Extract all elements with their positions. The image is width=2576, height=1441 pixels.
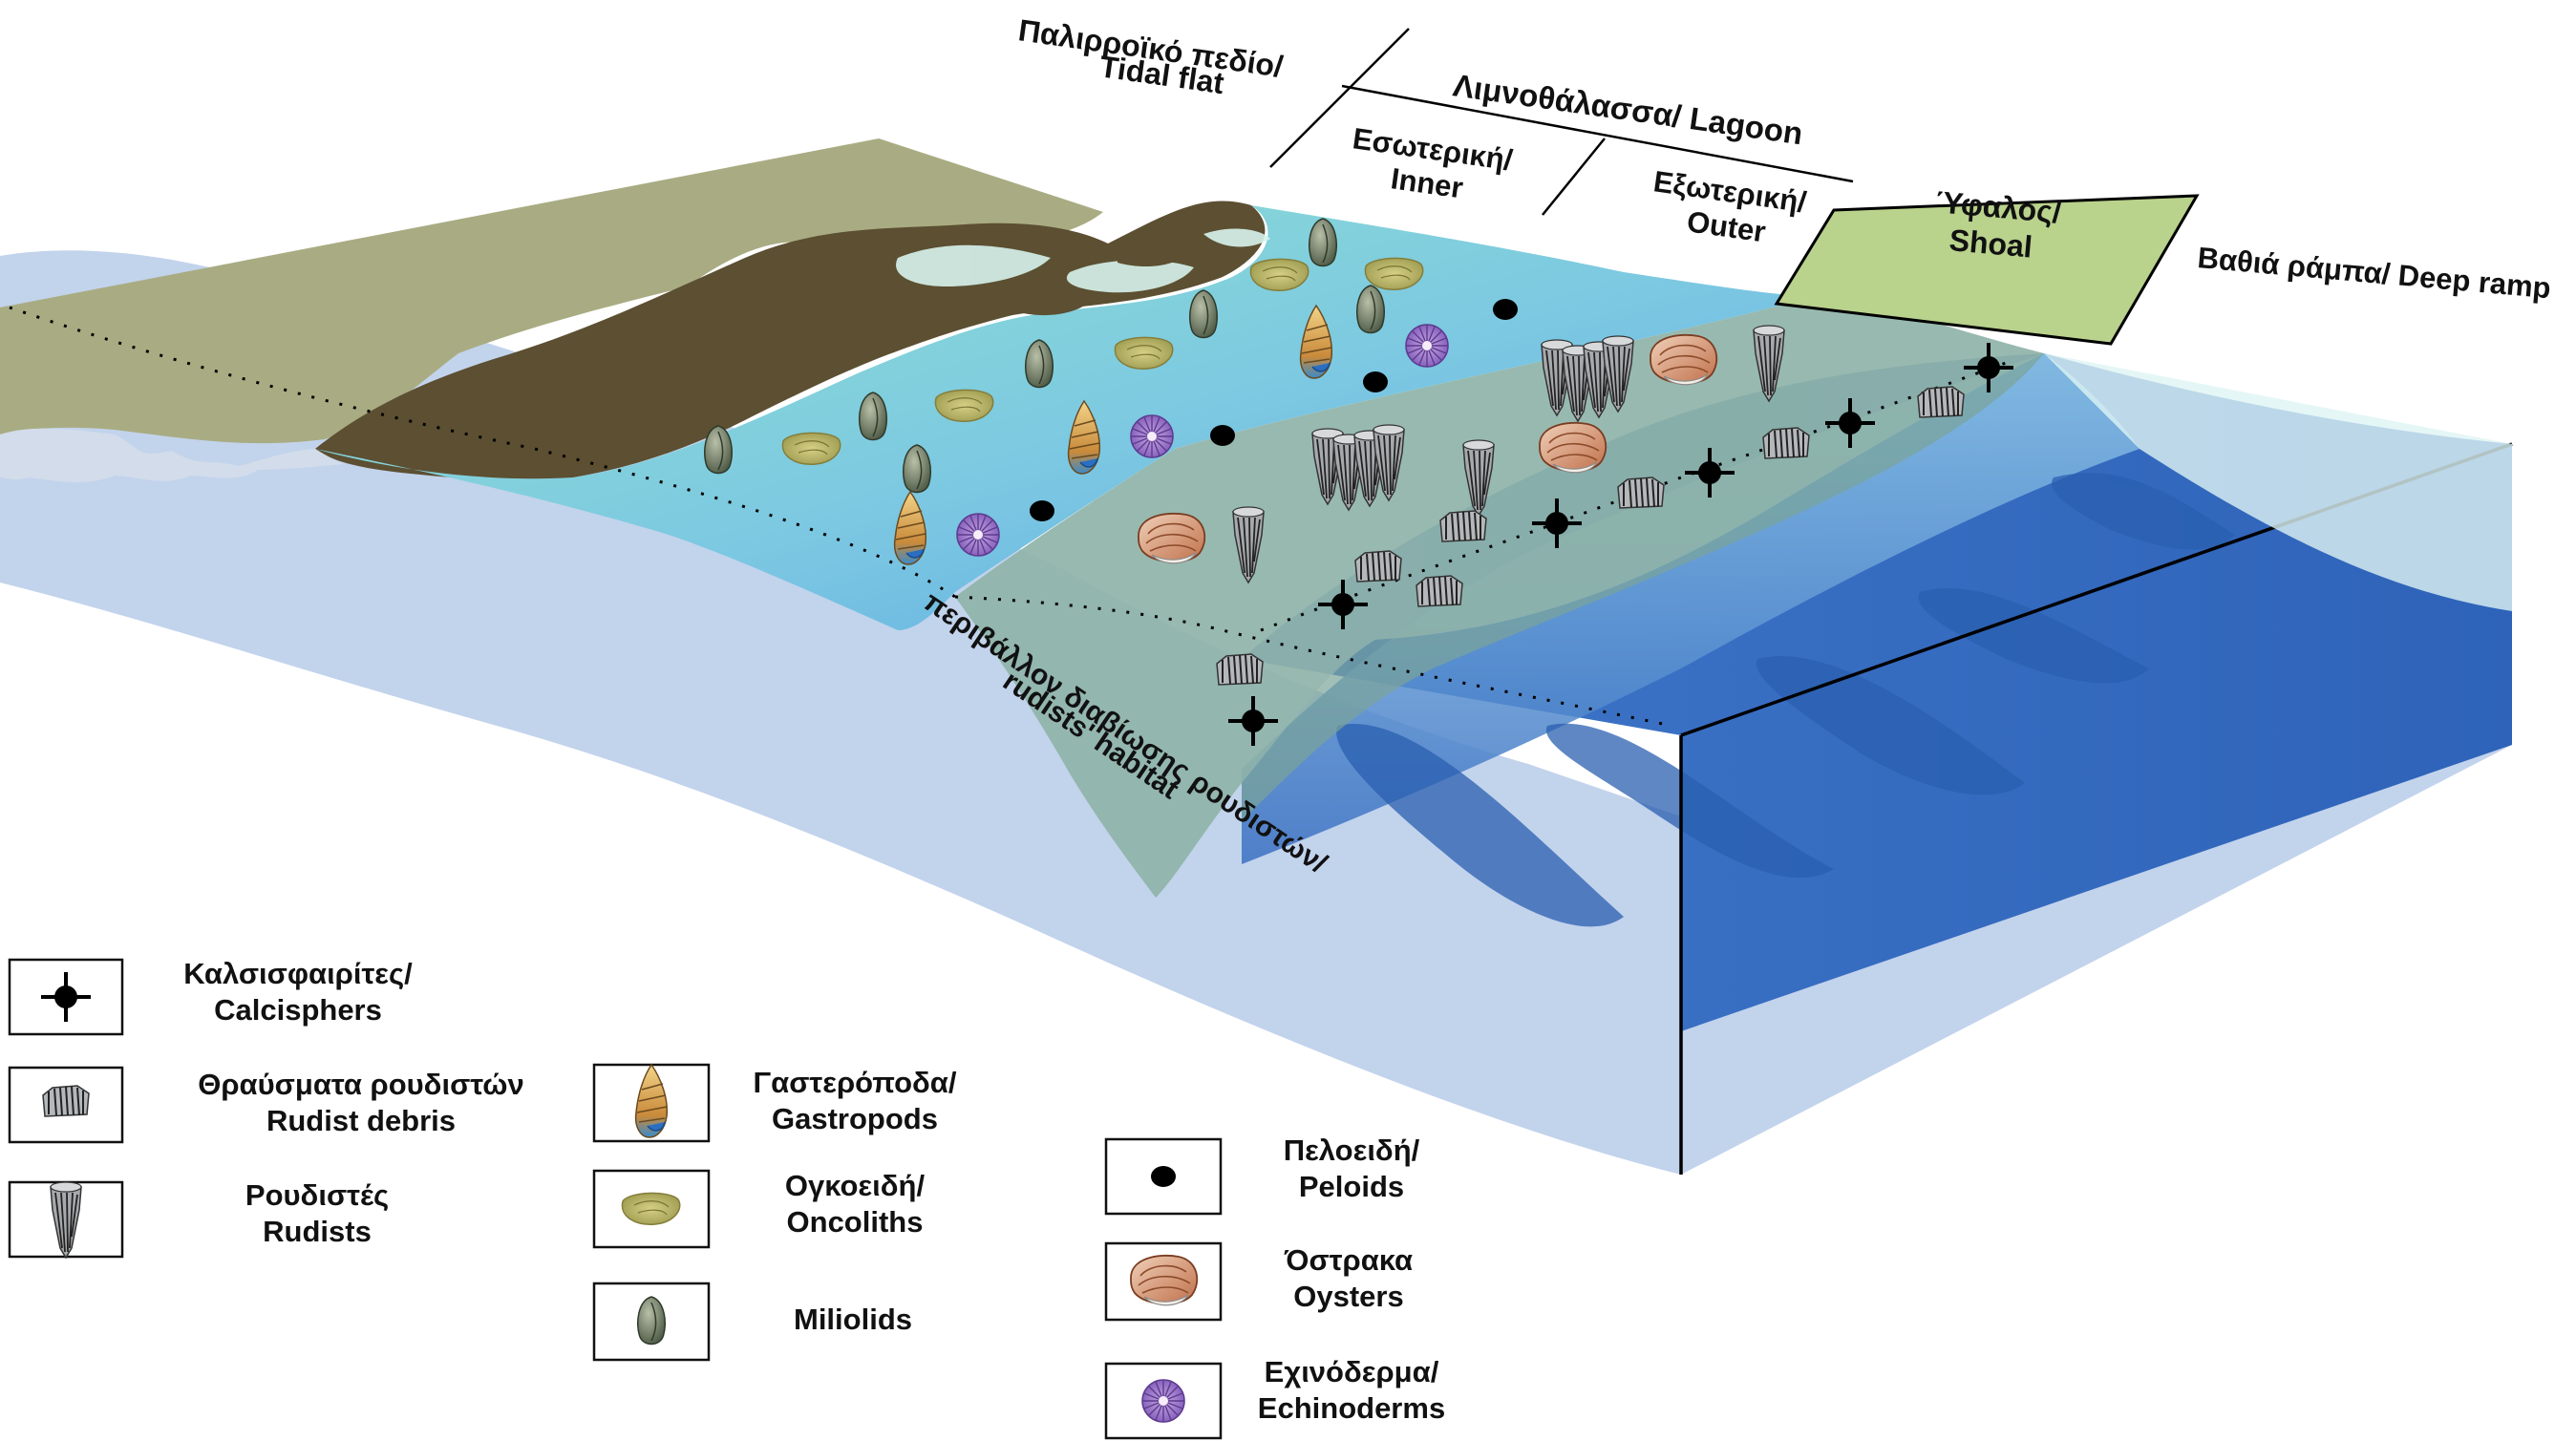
miliolid-icon <box>1308 218 1338 267</box>
legend-label-miliolids: Miliolids <box>794 1303 912 1336</box>
lagoon-water <box>315 205 1815 630</box>
peloid-icon <box>1493 299 1518 320</box>
peloid-icon <box>1363 371 1388 392</box>
shoal-label-2: Shoal <box>1948 223 2033 264</box>
peloid-icon <box>1151 1166 1176 1187</box>
echinoderm-icon <box>1141 1379 1185 1423</box>
oyster-icon <box>1539 421 1607 474</box>
deep-ramp-top <box>2044 353 2512 611</box>
legend-label-calcispheres-1: Καλσισφαιρίτες/ <box>183 957 413 990</box>
legend-label-oncoliths-2: Oncoliths <box>787 1205 924 1239</box>
legend-label-rudist-debris-2: Rudist debris <box>266 1104 456 1137</box>
rudist-debris-icon <box>1617 477 1665 509</box>
miliolid-icon <box>902 444 932 494</box>
legend-label-rudist-debris-1: Θραύσματα ρουδιστών <box>198 1068 523 1101</box>
oyster-icon <box>1130 1254 1199 1306</box>
land-islands <box>1012 246 1184 316</box>
legend-label-peloids-1: Πελοειδή/ <box>1284 1134 1420 1167</box>
rudist-debris-icon <box>1416 575 1463 607</box>
legend-label-gastropods-2: Gastropods <box>772 1102 938 1135</box>
submarine-ridges <box>1336 473 2235 927</box>
legend-label-oysters-2: Oysters <box>1293 1280 1403 1313</box>
shoal-platform <box>1774 194 2200 346</box>
legend-label-oncoliths-1: Ογκοειδή/ <box>785 1169 926 1202</box>
oyster-icon <box>1138 512 1206 564</box>
legend-label-rudists-1: Ρουδιστές <box>245 1178 389 1212</box>
miliolid-icon <box>1024 339 1054 389</box>
land-surface <box>0 138 1103 444</box>
oncolith-icon <box>621 1192 681 1226</box>
oyster-icon <box>1650 333 1718 386</box>
rudist-belt-slope <box>1242 353 2044 821</box>
land-edge <box>0 428 344 483</box>
slope <box>1242 353 2140 864</box>
dotted-lines <box>9 306 2007 728</box>
rudist-debris-icon <box>1917 386 1965 418</box>
legend-label-peloids-2: Peloids <box>1299 1170 1404 1203</box>
echinoderm-icon <box>1130 414 1174 458</box>
rudist-debris-icon <box>1762 427 1810 459</box>
legend-label-echinoderms-1: Εχινόδερμα/ <box>1265 1355 1439 1388</box>
peloid-icon <box>1030 500 1054 521</box>
oncolith-icon <box>934 389 994 423</box>
oncolith-icon <box>1364 257 1424 291</box>
shelf-side <box>0 250 1681 1176</box>
miliolid-icon <box>1188 289 1219 339</box>
legend-label-calcispheres-2: Calcisphers <box>214 993 382 1027</box>
zone-boundaries <box>1269 28 1854 216</box>
rudist-debris-icon <box>1439 510 1487 542</box>
miliolid-icon <box>703 425 734 475</box>
peloid-icon <box>1210 425 1235 446</box>
echinoderm-icon <box>956 513 1000 557</box>
legend-label-rudists-2: Rudists <box>263 1215 372 1248</box>
legend-label-oysters-1: Όστρακα <box>1284 1243 1413 1277</box>
oncolith-icon <box>1249 258 1309 292</box>
miliolid-icon <box>1355 285 1386 334</box>
miliolid-icon <box>636 1296 667 1346</box>
legend: Καλσισφαιρίτες/ Calcisphers Θραύσματα ρο… <box>8 957 1445 1440</box>
rudist-debris-icon <box>1216 653 1264 686</box>
echinoderm-icon <box>1405 324 1449 368</box>
legend-label-echinoderms-2: Echinoderms <box>1258 1391 1445 1425</box>
legend-label-gastropods-1: Γαστερόποδα/ <box>754 1066 957 1099</box>
oncolith-icon <box>781 432 841 466</box>
deep-ramp-label: Βαθιά ράμπα/ Deep ramp <box>2196 241 2552 305</box>
oncolith-icon <box>1114 336 1174 371</box>
rudist-debris-icon <box>1354 550 1402 583</box>
rudist-debris-icon <box>42 1085 90 1117</box>
miliolid-icon <box>858 392 888 441</box>
tidal-flat-patches <box>896 228 1270 293</box>
